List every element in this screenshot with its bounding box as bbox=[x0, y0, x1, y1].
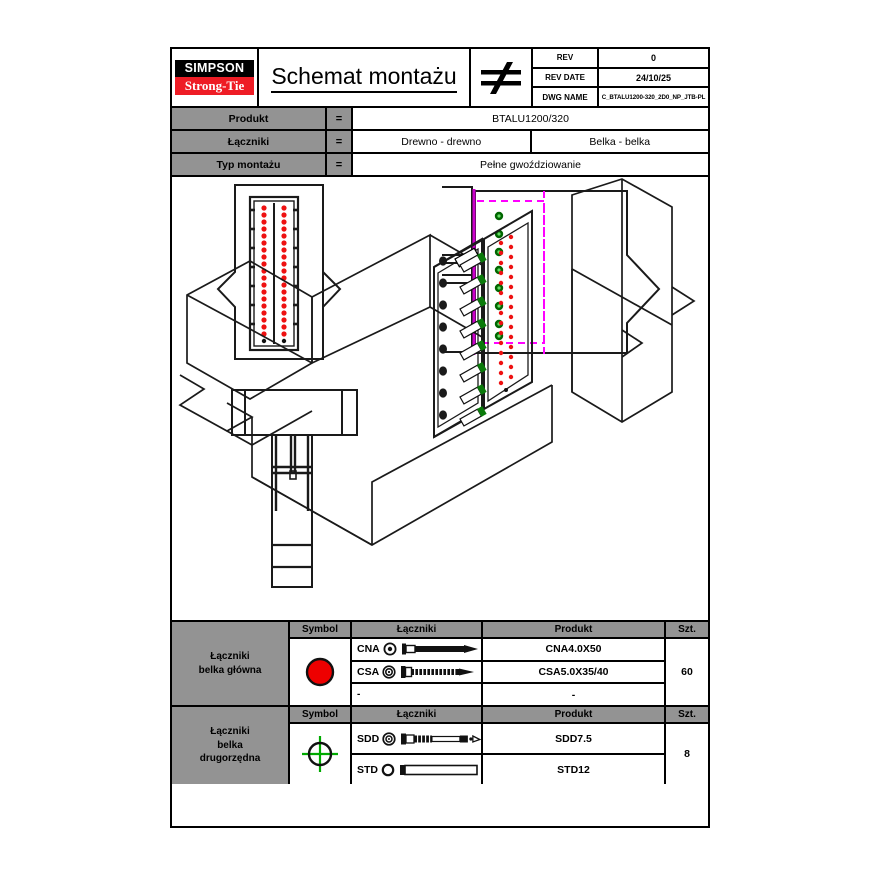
drawing-area bbox=[172, 177, 708, 622]
view-isometric bbox=[178, 178, 696, 546]
side-screw-markers bbox=[494, 211, 504, 341]
title-block: SIMPSON Strong-Tie Schemat montażu REV 0… bbox=[172, 49, 708, 108]
table-main-beam-header: Symbol Łączniki Produkt Szt. bbox=[290, 622, 708, 639]
qty-cell-main-beam: 60 bbox=[681, 666, 693, 678]
table-row: CSA bbox=[352, 661, 666, 685]
info-value-produkt: BTALU1200/320 bbox=[492, 112, 569, 125]
fastener-code-cna: CNA bbox=[357, 643, 380, 656]
table-main-beam-title-l1: Łączniki bbox=[210, 651, 250, 662]
info-label-laczniki: Łączniki bbox=[172, 131, 327, 152]
fastener-cell-csa: CSA bbox=[352, 661, 483, 683]
product-cell-csa: CSA5.0X35/40 bbox=[483, 661, 666, 683]
rod-icon bbox=[400, 764, 478, 775]
symbol-cell-secondary-beam bbox=[290, 724, 352, 784]
qty-cell-secondary-beam: 8 bbox=[684, 748, 690, 760]
fastener-cell-sdd: SDD bbox=[352, 724, 483, 753]
info-label-typ-montazu: Typ montażu bbox=[172, 154, 327, 175]
table-row: STD STD12 bbox=[352, 755, 666, 784]
side-hidden-outline bbox=[477, 191, 545, 355]
fastener-code-empty: - bbox=[357, 689, 361, 701]
table-secondary-beam-header: Symbol Łączniki Produkt Szt. bbox=[290, 707, 708, 724]
info-row-typ-montazu: Typ montażu = Pełne gwoździowanie bbox=[172, 154, 708, 177]
info-row-produkt: Produkt = BTALU1200/320 bbox=[172, 108, 708, 131]
logo-strongtie-text: Strong-Tie bbox=[175, 76, 254, 96]
circle-target-icon bbox=[383, 642, 397, 656]
table-secondary-beam-title-l3: drugorzędna bbox=[199, 753, 261, 765]
view-plan bbox=[231, 389, 358, 588]
fastener-cell-std: STD bbox=[352, 755, 483, 784]
info-equals-typ-montazu: = bbox=[327, 154, 353, 175]
table-secondary-beam-title-l1: Łączniki bbox=[210, 726, 250, 738]
header-symbol-secondary: Symbol bbox=[290, 707, 352, 722]
dowel-screw-icon bbox=[401, 733, 481, 744]
simpson-strong-tie-logo: SIMPSON Strong-Tie bbox=[172, 49, 259, 106]
revision-block: REV 0 REV DATE 24/10/25 DWG NAME C_BTALU… bbox=[533, 49, 708, 107]
table-row: CNA CNA4.0X50 bbox=[352, 639, 666, 662]
fastener-cell-empty: - bbox=[352, 684, 483, 706]
nail-icon bbox=[401, 643, 478, 655]
screw-icon bbox=[401, 666, 475, 678]
fastener-code-csa: CSA bbox=[357, 666, 380, 678]
header-qty-secondary: Szt. bbox=[678, 709, 696, 720]
header-symbol-main: Symbol bbox=[290, 622, 352, 637]
table-secondary-beam-title-l2: belka bbox=[217, 739, 243, 751]
circle-outline-icon bbox=[381, 763, 395, 776]
header-fastener-main: Łączniki bbox=[352, 622, 483, 637]
info-equals-produkt: = bbox=[327, 108, 353, 129]
header-product-secondary: Produkt bbox=[483, 707, 666, 722]
fastener-table-main-beam: Łączniki belka główna Symbol Łączniki Pr… bbox=[172, 622, 708, 707]
table-secondary-beam-title: Łączniki belka drugorzędna bbox=[172, 707, 290, 784]
fastener-cell-cna: CNA bbox=[352, 639, 483, 660]
info-label-produkt: Produkt bbox=[172, 108, 327, 129]
sheet-title-text: Schemat montażu bbox=[271, 63, 457, 93]
fastener-table-secondary-beam: Łączniki belka drugorzędna Symbol Łączni… bbox=[172, 707, 708, 784]
rev-date-label: REV DATE bbox=[533, 68, 599, 87]
green-crosshair-icon bbox=[302, 736, 338, 772]
iso-screw-markers bbox=[439, 247, 487, 427]
info-value-laczniki-left: Drewno - drewno bbox=[353, 131, 532, 152]
circle-target-icon bbox=[382, 665, 396, 679]
view-front-elevation bbox=[216, 184, 342, 360]
sheet-title: Schemat montażu bbox=[259, 49, 471, 106]
dwg-name-label: DWG NAME bbox=[533, 88, 599, 107]
red-circle-icon bbox=[305, 657, 335, 687]
drawing-sheet: SIMPSON Strong-Tie Schemat montażu REV 0… bbox=[170, 47, 710, 828]
logo-simpson-text: SIMPSON bbox=[175, 59, 254, 77]
info-value-laczniki-right: Belka - belka bbox=[589, 135, 651, 148]
table-row: - - bbox=[352, 684, 666, 706]
rev-date-row: REV DATE 24/10/25 bbox=[533, 68, 708, 89]
front-nail-dots bbox=[261, 205, 287, 344]
circle-target-icon bbox=[382, 731, 396, 746]
product-cell-std: STD12 bbox=[483, 755, 666, 784]
info-value-typ-montazu: Pełne gwoździowanie bbox=[480, 158, 581, 171]
rev-row: REV 0 bbox=[533, 49, 708, 69]
symbol-cell-main-beam bbox=[290, 639, 352, 705]
iso-nail-pattern bbox=[498, 234, 514, 392]
fastener-code-sdd: SDD bbox=[357, 732, 380, 745]
table-row: SDD bbox=[352, 724, 666, 755]
rev-label: REV bbox=[533, 49, 599, 67]
info-row-laczniki: Łączniki = Drewno - drewno Belka - belka bbox=[172, 131, 708, 154]
header-fastener-secondary: Łączniki bbox=[352, 707, 483, 722]
table-main-beam-title: Łączniki belka główna bbox=[172, 622, 290, 705]
header-qty-main: Szt. bbox=[678, 624, 696, 635]
fastener-code-std: STD bbox=[357, 763, 378, 776]
rev-date-value: 24/10/25 bbox=[635, 72, 672, 83]
product-cell-empty: - bbox=[483, 684, 666, 706]
not-equal-icon bbox=[481, 61, 521, 94]
table-main-beam-title-l2: belka główna bbox=[198, 664, 262, 676]
product-cell-sdd: SDD7.5 bbox=[483, 724, 666, 753]
dwg-name-value: C_BTALU1200-320_2D0_NP_JTB-PL bbox=[601, 93, 706, 101]
rev-value: 0 bbox=[650, 52, 656, 63]
dwg-name-row: DWG NAME C_BTALU1200-320_2D0_NP_JTB-PL bbox=[533, 88, 708, 107]
technical-drawings bbox=[178, 178, 696, 588]
info-equals-laczniki: = bbox=[327, 131, 353, 152]
projection-symbol-cell bbox=[471, 49, 533, 106]
header-product-main: Produkt bbox=[483, 622, 666, 637]
product-cell-cna: CNA4.0X50 bbox=[483, 639, 666, 660]
